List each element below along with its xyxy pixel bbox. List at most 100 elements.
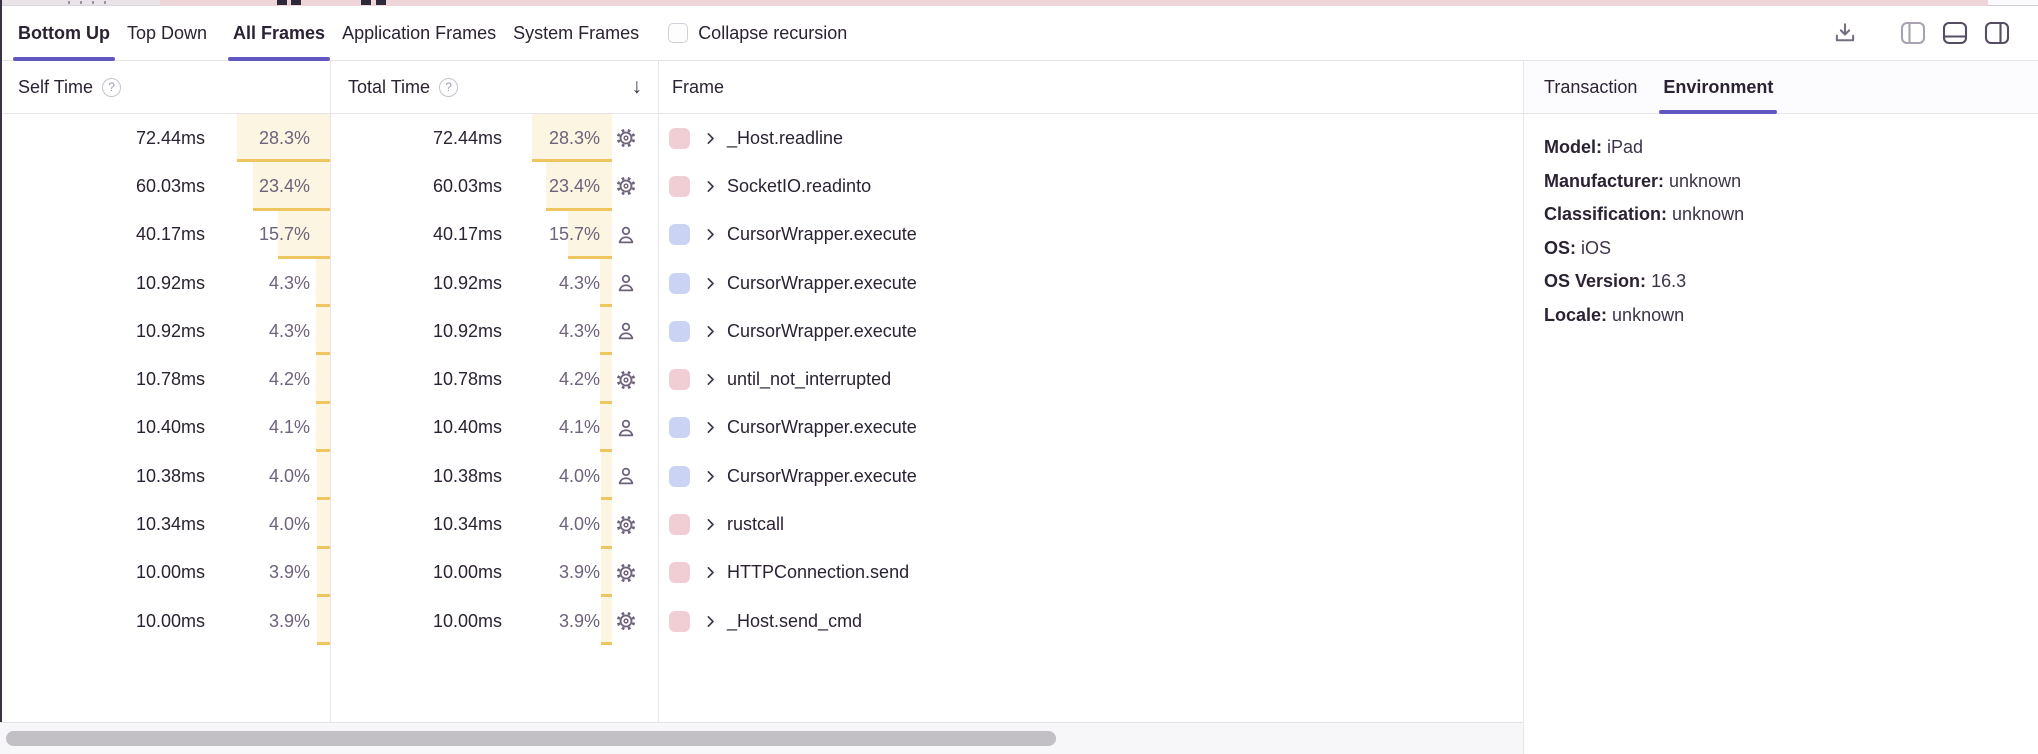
total-time-value: 72.44ms <box>432 127 502 148</box>
sort-desc-icon[interactable]: ↓ <box>631 75 643 98</box>
horizontal-scrollbar-thumb[interactable] <box>6 731 1056 746</box>
self-time-value: 10.40ms <box>135 417 205 438</box>
total-time-pct: 4.0% <box>558 465 600 486</box>
collapse-recursion-label[interactable]: Collapse recursion <box>698 22 848 43</box>
content: Self Time ? Total Time ? ↓ Frame 72.44ms… <box>0 61 2038 754</box>
self-pct-bar <box>236 114 330 163</box>
frame-color-square <box>669 514 690 536</box>
total-time-header[interactable]: Total Time ? ↓ <box>330 75 658 99</box>
column-divider[interactable] <box>658 61 659 722</box>
minimap-frame-mark <box>291 0 301 5</box>
chevron-right-icon[interactable] <box>703 565 718 580</box>
frame-name: CursorWrapper.execute <box>727 465 917 486</box>
total-time-value: 10.92ms <box>432 272 502 293</box>
user-icon <box>615 272 637 294</box>
total-time-pct: 4.0% <box>558 514 600 535</box>
chevron-right-icon[interactable] <box>703 469 718 484</box>
self-pct-bar <box>252 162 330 211</box>
env-classification: Classification: unknown <box>1544 198 2018 232</box>
self-time-pct: 3.9% <box>268 610 310 631</box>
flamegraph-minimap-strip[interactable] <box>0 0 2038 6</box>
table-row[interactable]: 10.92ms 4.3% 10.92ms 4.3% <box>0 307 1523 356</box>
chevron-right-icon[interactable] <box>703 131 718 146</box>
total-time-bar-wrap: 72.44ms 28.3% <box>330 114 612 163</box>
table-row[interactable]: 10.00ms 3.9% 10.00ms 3.9% <box>0 548 1523 597</box>
env-os: OS: iOS <box>1544 232 2018 266</box>
total-time-bar-wrap: 10.34ms 4.0% <box>330 500 612 549</box>
total-time-pct: 23.4% <box>548 175 600 196</box>
table-row[interactable]: 10.78ms 4.2% 10.78ms 4.2% <box>0 355 1523 404</box>
horizontal-scrollbar-track[interactable] <box>0 722 1523 754</box>
total-time-bar-wrap: 10.92ms 4.3% <box>330 258 612 308</box>
frame-header[interactable]: Frame <box>672 76 725 97</box>
layout-bottom-panel-icon[interactable] <box>1942 21 1968 45</box>
column-divider[interactable] <box>330 61 331 722</box>
layout-right-panel-icon[interactable] <box>1984 21 2010 45</box>
gear-icon <box>615 514 637 536</box>
download-icon[interactable] <box>1832 20 1858 46</box>
chevron-right-icon[interactable] <box>703 276 718 291</box>
tab-system-frames[interactable]: System Frames <box>513 22 640 43</box>
tab-environment[interactable]: Environment <box>1659 61 1778 114</box>
chevron-right-icon[interactable] <box>703 420 718 435</box>
frame-name: _Host.readline <box>727 127 844 148</box>
self-time-cell: 10.92ms 4.3% <box>0 307 330 356</box>
total-pct-bar <box>601 596 612 646</box>
total-time-cell: 10.92ms 4.3% <box>330 307 658 356</box>
collapse-recursion-checkbox[interactable] <box>668 23 689 43</box>
table-row[interactable]: 10.00ms 3.9% 10.00ms 3.9% <box>0 596 1523 646</box>
table-row[interactable]: 10.34ms 4.0% 10.34ms 4.0% <box>0 500 1523 549</box>
total-time-value: 10.78ms <box>432 369 502 390</box>
user-icon <box>615 465 637 487</box>
self-pct-bar <box>316 403 330 453</box>
chevron-right-icon[interactable] <box>703 372 718 387</box>
minimap-tick <box>80 1 82 4</box>
chevron-right-icon[interactable] <box>703 517 718 532</box>
env-manufacturer: Manufacturer: unknown <box>1544 165 2018 199</box>
details-panel-tabs: Transaction Environment <box>1524 61 2038 114</box>
frame-kind-icon-box <box>612 211 658 259</box>
self-time-bar-wrap: 10.38ms 4.0% <box>0 452 330 501</box>
self-time-value: 40.17ms <box>135 224 205 245</box>
table-row[interactable]: 10.40ms 4.1% 10.40ms 4.1% <box>0 403 1523 453</box>
self-time-cell: 10.00ms 3.9% <box>0 548 330 597</box>
total-time-cell: 10.40ms 4.1% <box>330 403 658 453</box>
chevron-right-icon[interactable] <box>703 227 718 242</box>
tab-application-frames[interactable]: Application Frames <box>342 22 497 43</box>
self-time-bar-wrap: 72.44ms 28.3% <box>0 114 330 163</box>
self-pct-bar <box>315 258 330 308</box>
user-icon <box>615 417 637 439</box>
frame-color-square <box>669 369 690 391</box>
help-icon[interactable]: ? <box>102 77 122 97</box>
total-time-value: 10.34ms <box>432 514 502 535</box>
total-time-bar-wrap: 10.00ms 3.9% <box>330 548 612 597</box>
frame-kind-icon-box <box>612 259 658 307</box>
chevron-right-icon[interactable] <box>703 614 718 629</box>
total-time-pct: 4.1% <box>558 417 600 438</box>
tab-transaction[interactable]: Transaction <box>1544 76 1638 97</box>
self-time-cell: 10.00ms 3.9% <box>0 596 330 646</box>
self-time-pct: 23.4% <box>258 175 310 196</box>
tab-all-frames[interactable]: All Frames <box>228 6 331 61</box>
table-row[interactable]: 10.92ms 4.3% 10.92ms 4.3% <box>0 258 1523 308</box>
total-time-cell: 10.00ms 3.9% <box>330 596 658 646</box>
table-row[interactable]: 10.38ms 4.0% 10.38ms 4.0% <box>0 452 1523 501</box>
self-time-header[interactable]: Self Time ? <box>0 77 330 98</box>
self-time-value: 10.00ms <box>135 562 205 583</box>
table-row[interactable]: 60.03ms 23.4% 60.03ms 23.4% <box>0 162 1523 211</box>
frame-color-square <box>669 320 690 342</box>
gear-icon <box>615 562 637 584</box>
total-time-pct: 4.3% <box>558 320 600 341</box>
env-model: Model: iPad <box>1544 131 2018 165</box>
tab-bottom-up[interactable]: Bottom Up <box>13 6 115 61</box>
chevron-right-icon[interactable] <box>703 324 718 339</box>
table-row[interactable]: 40.17ms 15.7% 40.17ms 15.7% <box>0 210 1523 259</box>
chevron-right-icon[interactable] <box>703 179 718 194</box>
layout-left-panel-icon[interactable] <box>1900 21 1926 45</box>
table-row[interactable]: 72.44ms 28.3% 72.44ms 28.3% <box>0 114 1523 163</box>
tab-top-down[interactable]: Top Down <box>126 22 208 43</box>
self-time-bar-wrap: 60.03ms 23.4% <box>0 162 330 211</box>
help-icon[interactable]: ? <box>439 77 459 97</box>
frame-name: rustcall <box>727 514 785 535</box>
self-pct-bar <box>316 500 330 549</box>
